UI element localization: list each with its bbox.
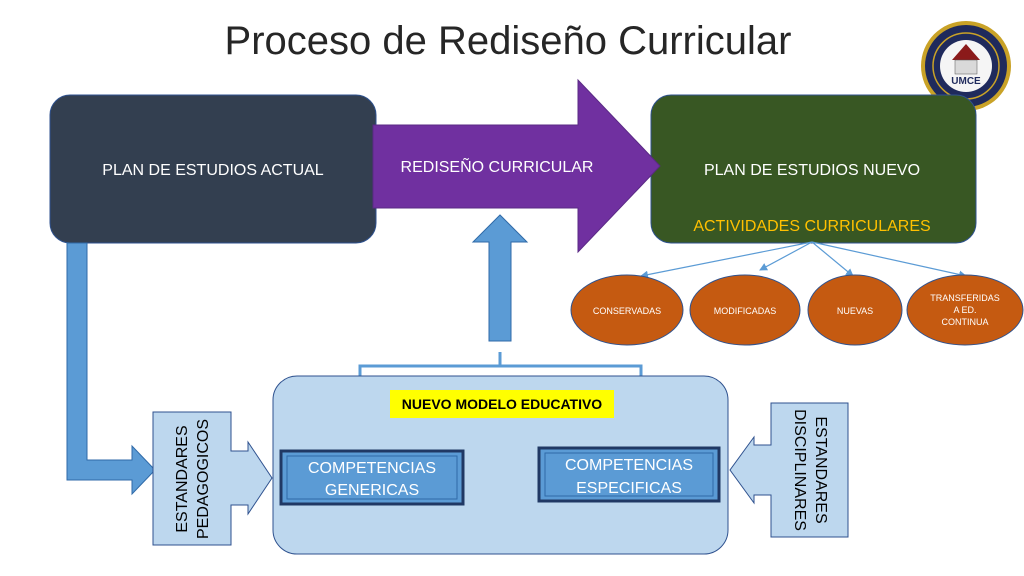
competencias-especificas-line-1: COMPETENCIAS xyxy=(565,457,693,474)
plan-actual-label: PLAN DE ESTUDIOS ACTUAL xyxy=(102,162,323,179)
activity-modificadas-label: MODIFICADAS xyxy=(714,306,777,316)
logo-text: UMCE xyxy=(951,76,981,87)
competencias-especificas-line-2: ESPECIFICAS xyxy=(576,480,682,497)
actividades-curriculares-label: ACTIVIDADES CURRICULARES xyxy=(693,218,930,235)
activity-connectors xyxy=(640,241,967,279)
estandares-disciplinares-callout xyxy=(729,402,849,538)
plan-actual-to-standards-arrow xyxy=(66,242,156,496)
activity-transferidas-line-2: A ED. xyxy=(953,305,976,315)
competencias-genericas-box xyxy=(279,449,465,506)
university-seal-logo: UMCE xyxy=(921,21,1011,111)
competencias-genericas-line-1: COMPETENCIAS xyxy=(308,460,436,477)
activity-transferidas-line-3: CONTINUA xyxy=(942,317,989,327)
nuevo-modelo-label-bg xyxy=(390,390,614,418)
plan-nuevo-label: PLAN DE ESTUDIOS NUEVO xyxy=(704,162,920,179)
rediseno-label: REDISEÑO CURRICULAR xyxy=(401,156,594,176)
rediseno-arrow xyxy=(372,78,661,254)
activity-modificadas: MODIFICADAS xyxy=(689,274,801,346)
competencias-genericas-line-2: GENERICAS xyxy=(325,482,419,499)
model-to-rediseno-arrow xyxy=(471,214,529,342)
activity-transferidas: TRANSFERIDAS A ED. CONTINUA xyxy=(906,274,1024,346)
estandares-pedagogicos-callout xyxy=(152,411,273,546)
activity-nuevas-label: NUEVAS xyxy=(837,306,873,316)
nuevo-modelo-panel xyxy=(272,375,729,555)
activity-transferidas-line-1: TRANSFERIDAS xyxy=(930,293,1000,303)
competencias-especificas-box xyxy=(537,446,721,503)
estandares-pedagogicos-line-1: ESTANDARES xyxy=(174,425,191,532)
estandares-disciplinares-line-1: ESTANDARES xyxy=(812,416,829,523)
estandares-pedagogicos-line-2: PEDAGOGICOS xyxy=(195,419,212,539)
nuevo-modelo-title: NUEVO MODELO EDUCATIVO xyxy=(402,396,603,412)
activity-nuevas: NUEVAS xyxy=(807,274,903,346)
activity-conservadas-label: CONSERVADAS xyxy=(593,306,661,316)
estandares-disciplinares-line-2: DISCIPLINARES xyxy=(791,409,808,531)
model-bracket xyxy=(358,352,643,376)
slide-title: Proceso de Rediseño Curricular xyxy=(225,19,792,63)
activity-conservadas: CONSERVADAS xyxy=(570,274,684,346)
